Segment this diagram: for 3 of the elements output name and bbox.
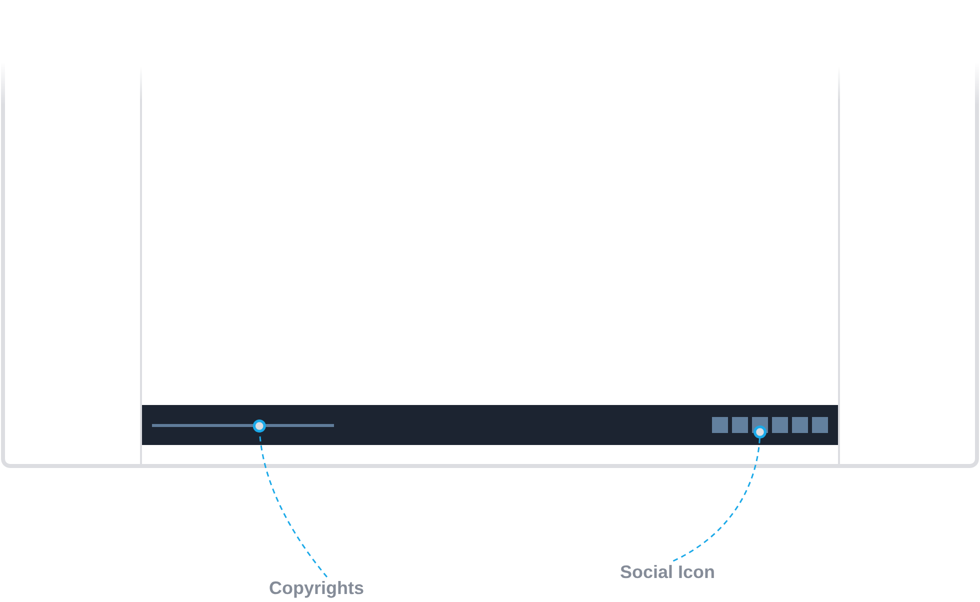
callout-label: Social Icon <box>620 561 716 583</box>
callout-label: Copyrights <box>269 577 364 599</box>
text-placeholder-bar <box>152 424 334 427</box>
